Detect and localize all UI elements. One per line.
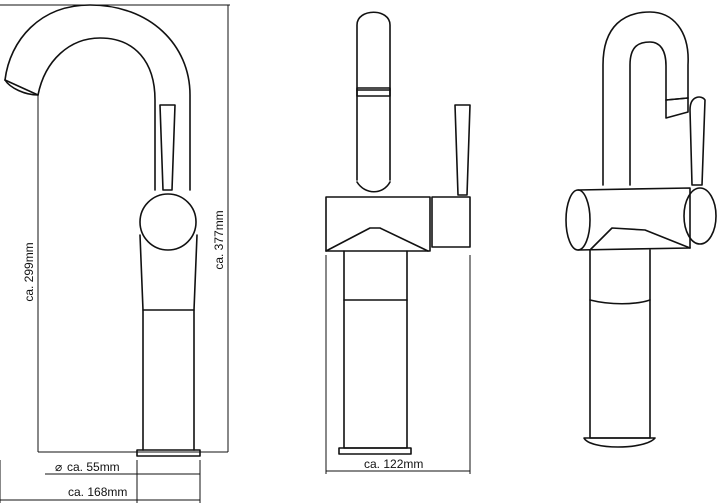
- dimension-base-diameter: ca. 55mm: [67, 460, 120, 474]
- dimension-lines-side: [0, 4, 230, 503]
- dimension-depth: ca. 122mm: [364, 457, 423, 471]
- dimension-height-outlet: ca. 299mm: [22, 242, 36, 301]
- dimension-reach: ca. 168mm: [68, 485, 127, 499]
- faucet-side-view: [4, 4, 201, 457]
- faucet-perspective-view: [565, 11, 717, 448]
- dimension-diameter-symbol: ⌀: [55, 460, 62, 474]
- dimension-lines-front: [325, 255, 471, 474]
- dimension-height-total: ca. 377mm: [212, 210, 226, 269]
- faucet-front-view: [325, 11, 471, 455]
